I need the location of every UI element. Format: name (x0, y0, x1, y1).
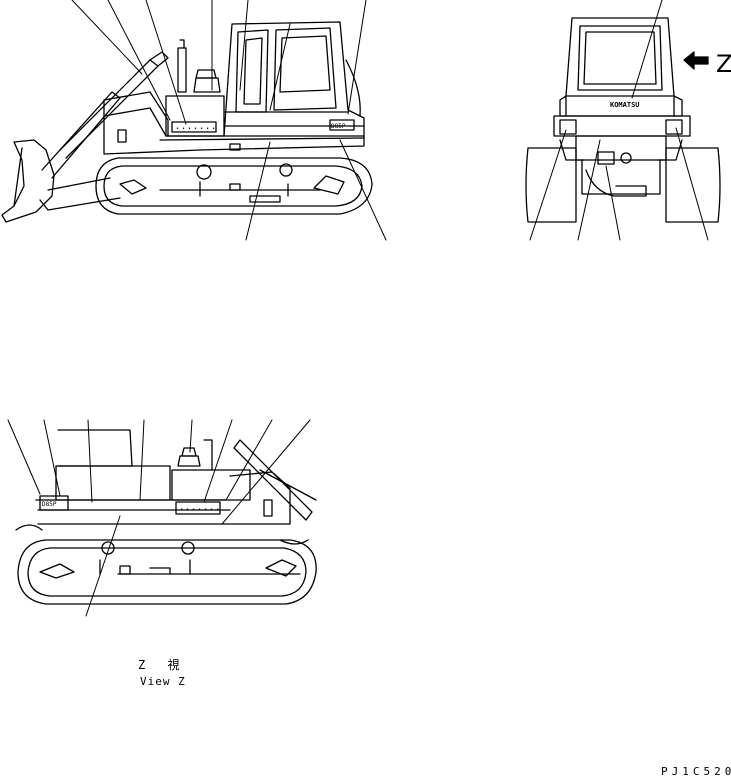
view-z-caption-jp: Z 視 (138, 658, 181, 672)
side-hood-decal: • • • • • • • (176, 126, 215, 132)
lift-cylinder (41, 91, 121, 179)
view-z-model-decal: D85P (42, 501, 57, 508)
rear-view-bulldozer (525, 17, 721, 223)
view-z-track (17, 539, 317, 605)
side-view-bulldozer (1, 21, 373, 223)
side-view-leader-lines (71, 0, 387, 241)
rear-brand-decal: KOMATSU (610, 101, 640, 109)
view-z-hood-decal: • • • • • • • (180, 507, 219, 513)
right-track (665, 147, 721, 223)
drawing-number: PJ1C520 (661, 765, 731, 778)
view-z-caption-en: View Z (140, 675, 186, 688)
view-z-hull (37, 471, 291, 525)
view-z-arrow (683, 51, 709, 70)
view-z-bulldozer (15, 429, 317, 605)
track (95, 157, 373, 215)
cab (223, 21, 365, 137)
view-z-engine-hood (171, 469, 251, 501)
left-track (525, 147, 577, 223)
exhaust-stack (177, 47, 187, 93)
view-z-arrow-label: Z (716, 50, 731, 78)
hull (103, 107, 365, 155)
side-model-decal: D85P (331, 123, 346, 130)
rear-view-leader-lines (529, 0, 709, 241)
blade (1, 139, 55, 223)
view-z-leader-lines (7, 419, 311, 617)
